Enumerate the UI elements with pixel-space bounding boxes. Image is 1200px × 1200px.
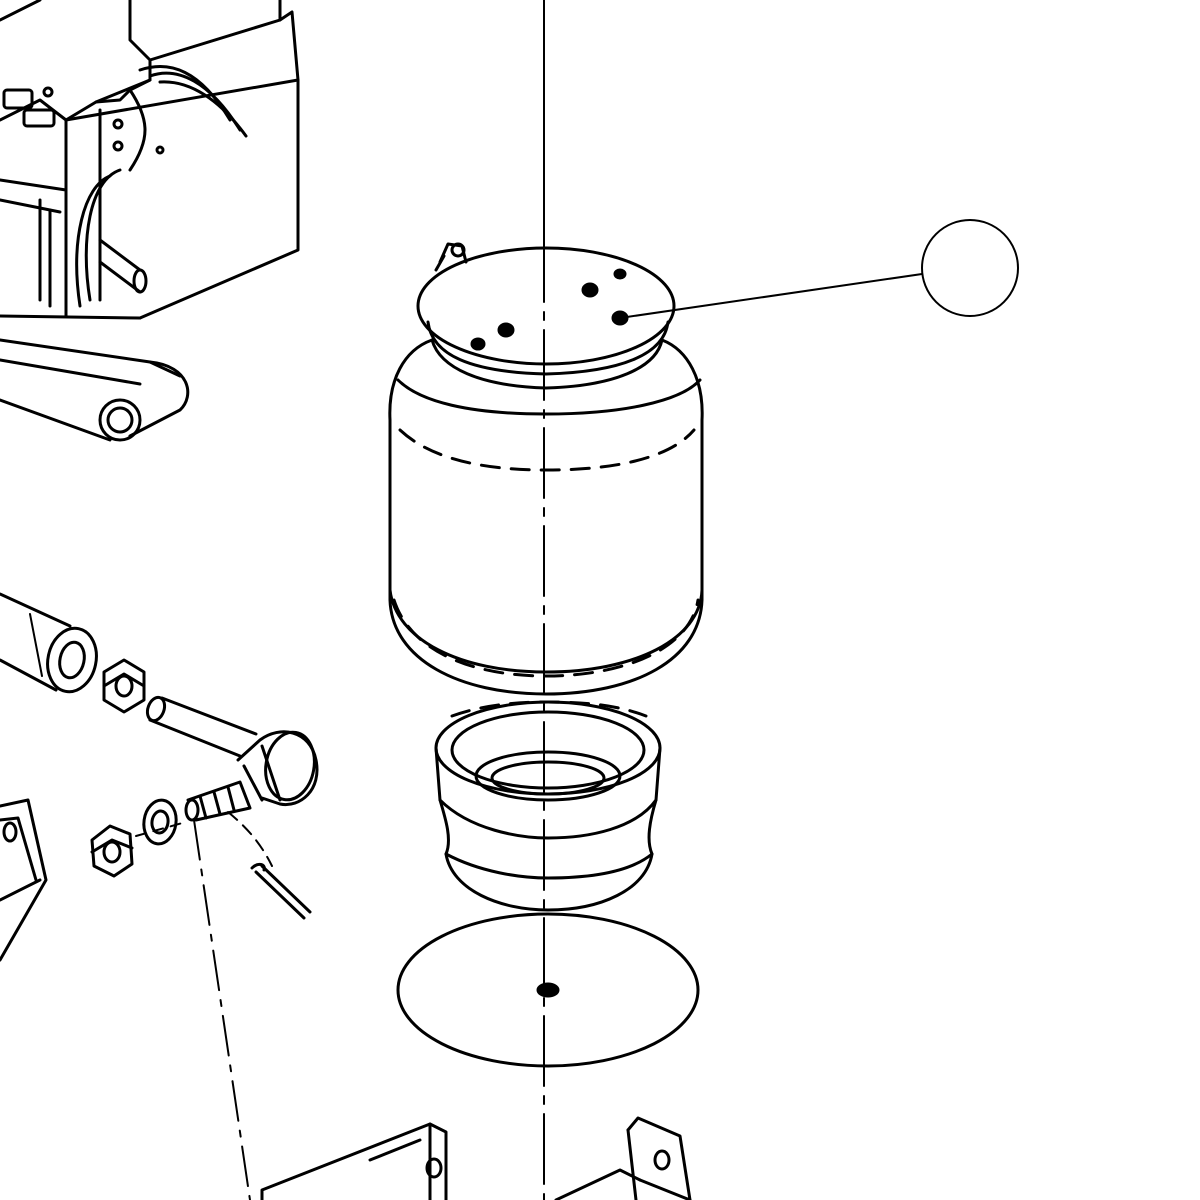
cotter-pin <box>250 862 312 920</box>
washer <box>142 798 178 846</box>
callout-balloon <box>619 219 1019 319</box>
left-mount-bracket <box>0 798 48 962</box>
tube-sleeve <box>0 592 98 694</box>
lock-nut <box>90 824 134 878</box>
lower-right-bracket <box>554 1116 692 1200</box>
rod-end-bolt <box>184 780 252 822</box>
assembly-guide-lines <box>135 811 273 1200</box>
chassis-bracket-assembly <box>0 0 300 442</box>
callout-circle <box>921 219 1019 317</box>
piston-base <box>434 700 662 912</box>
base-gasket-disc <box>396 912 700 1068</box>
air-spring-top-plate <box>416 246 676 366</box>
lower-mount-bracket <box>260 1122 448 1200</box>
air-spring <box>388 242 704 696</box>
callout-leader-line <box>619 273 923 319</box>
hex-nut <box>102 658 146 714</box>
shaft-with-collar <box>145 695 319 807</box>
